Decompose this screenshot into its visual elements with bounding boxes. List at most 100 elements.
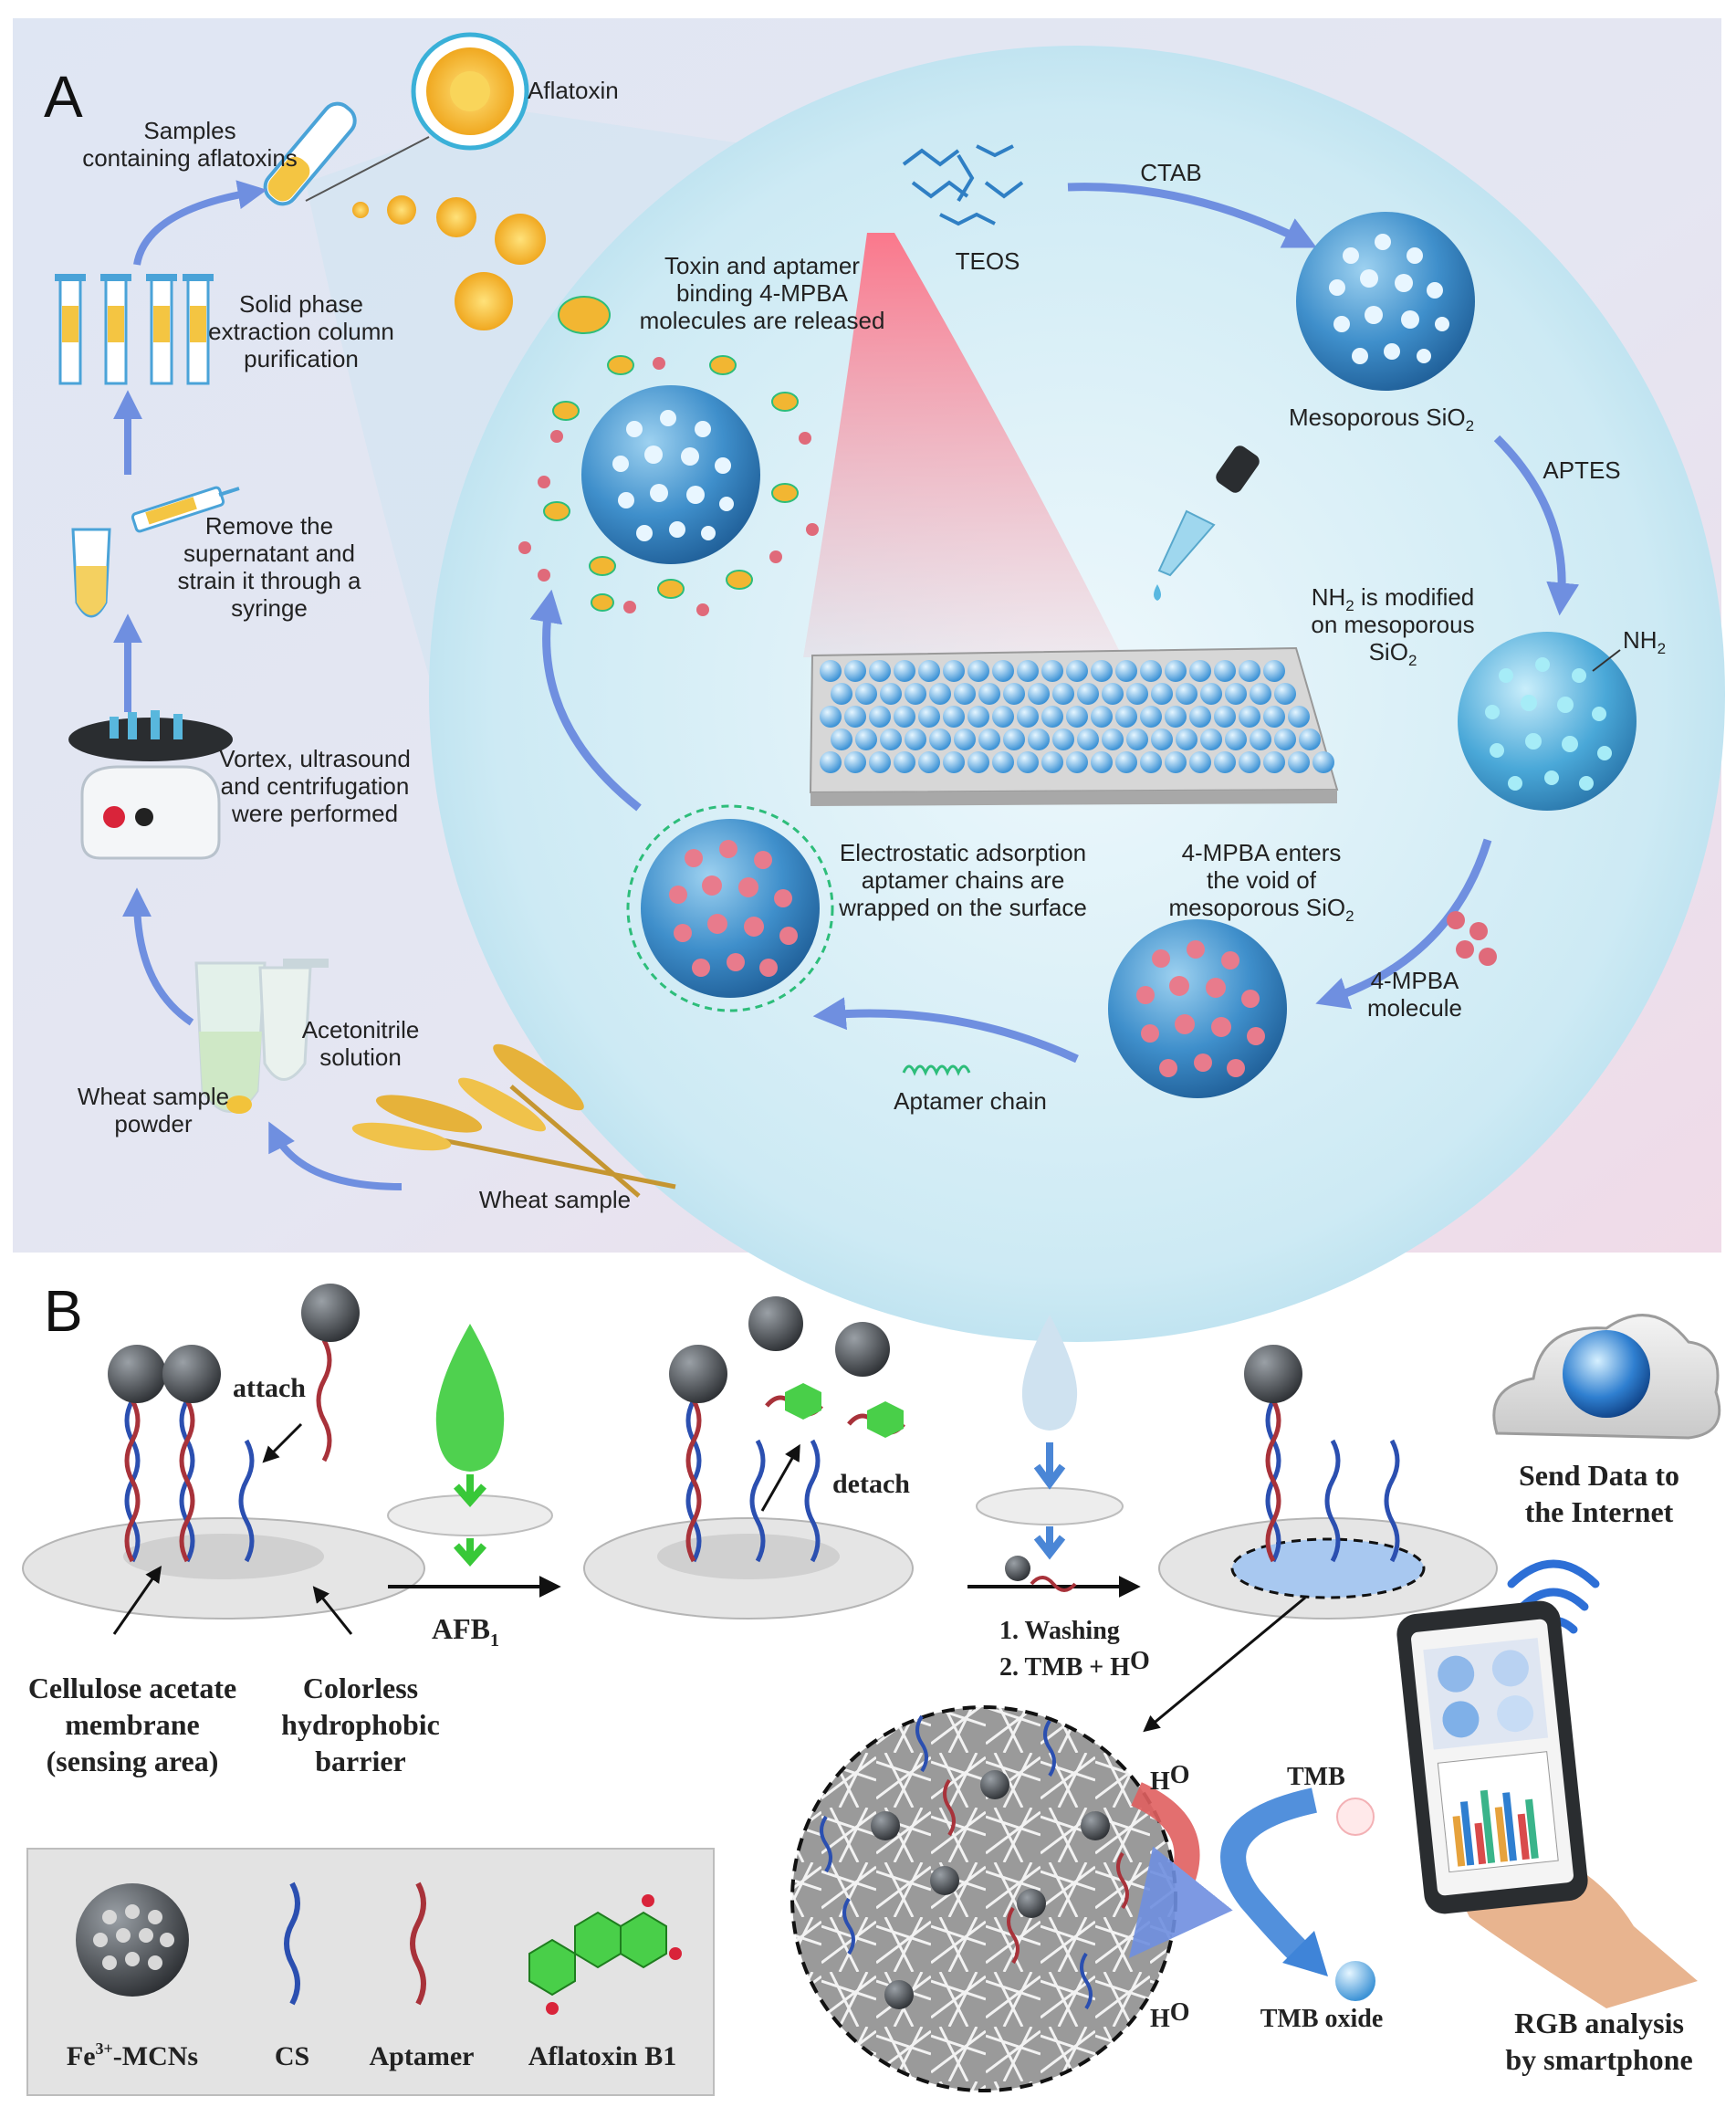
membrane-zoom-circle [790,1705,1177,2092]
substrate-sphere [929,729,951,750]
substrate-sphere [869,751,891,773]
label-tmb-h2o2: 2. TMB + HO [999,1647,1150,1682]
label-h2o2: HO [1150,1761,1190,1796]
mcn-particle [162,1345,221,1403]
substrate-sphere [844,660,866,682]
label-mpba-mol-1: 4-MPBA [1371,967,1459,994]
label-mpba-enter-2: the void of [1207,866,1317,894]
legend-aptamer-icon [410,1882,426,2006]
arrow-mpba-to-electrostatic [812,997,1079,1064]
substrate-sphere [1115,660,1137,682]
label-spe-3: purification [244,345,359,372]
dropper-icon [1154,446,1260,601]
mcn-particle [301,1284,360,1342]
label-washing: 1. Washing [999,1617,1120,1645]
substrate-sphere [967,751,989,773]
substrate-sphere [1066,660,1088,682]
substrate-sphere [844,706,866,728]
substrate-sphere [918,706,940,728]
spe-columns-icon [55,274,214,385]
substrate-slab [809,646,1339,806]
label-toxin-3: molecules are released [640,307,885,334]
label-afb1: AFB1 [432,1612,499,1651]
substrate-sphere [894,660,915,682]
substrate-sphere [1189,660,1211,682]
substrate-sphere [869,660,891,682]
legend-aflatoxin-icon [528,1894,682,2015]
substrate-sphere [1003,729,1025,750]
label-nh2-mod-2: on mesoporous [1311,611,1474,638]
label-tmb: TMB [1287,1763,1345,1791]
substrate-sphere [855,683,877,705]
dna-helices-disc-1 [124,1338,332,1563]
label-nh2-mod-3: SiO2 [1369,638,1417,669]
substrate-sphere [880,683,902,705]
substrate-sphere [1225,729,1247,750]
substrate-sphere [954,683,976,705]
label-send-2: the Internet [1525,1495,1674,1528]
substrate-sphere [1274,683,1296,705]
aptamer-wrapped-sphere [626,804,834,1012]
mcn-particle [1005,1556,1030,1581]
label-remove-4: syringe [231,594,308,622]
substrate-sphere [1250,729,1271,750]
substrate-sphere [1239,706,1260,728]
panel-a-letter: A [44,64,83,130]
substrate-sphere [1041,751,1063,773]
mcn-particle [108,1345,166,1403]
substrate-sphere [1176,729,1197,750]
substrate-sphere [880,729,902,750]
label-vortex-2: and centrifugation [221,772,410,800]
substrate-sphere [1066,751,1088,773]
legend-label-mcn: Fe3+-MCNs [67,2039,198,2071]
label-vortex-1: Vortex, ultrasound [219,745,411,772]
released-sphere [581,385,760,564]
label-aptamer-chain: Aptamer chain [894,1087,1047,1115]
mcn-particle [748,1296,803,1351]
substrate-sphere [1239,751,1260,773]
arrow-nh2-to-mpba [1315,838,1492,1010]
substrate-sphere [1077,729,1099,750]
substrate-sphere [844,751,866,773]
tmb-molecule-icon [1336,1798,1375,1836]
substrate-sphere [1052,729,1074,750]
dna-helices-disc-2 [685,1395,905,1563]
label-mpba-enter-1: 4-MPBA enters [1182,839,1342,866]
substrate-sphere [869,706,891,728]
label-mesoporous: Mesoporous SiO2 [1289,404,1474,435]
arrow-mesoporous-to-nh2 [1493,435,1580,616]
substrate-sphere [978,729,1000,750]
dna-helices-disc-3 [1265,1399,1400,1563]
substrate-sphere [943,751,965,773]
substrate-sphere [1214,751,1236,773]
label-ctab: CTAB [1140,159,1201,186]
legend-box: Fe3+-MCNs CS Aptamer Aflatoxin B1 [26,1848,715,2096]
syringe-icon [131,486,240,533]
label-mpba-enter-3: mesoporous SiO2 [1168,894,1354,925]
arrow-wheat-to-powder [268,1121,403,1190]
label-mpba-mol-2: molecule [1367,994,1462,1022]
label-aflatoxin: Aflatoxin [528,77,619,104]
label-spe-2: extraction column [208,318,394,345]
substrate-sphere [1017,751,1039,773]
substrate-sphere [954,729,976,750]
substrate-sphere [1003,683,1025,705]
substrate-sphere [1214,660,1236,682]
substrate-sphere [1017,660,1039,682]
substrate-sphere [855,729,877,750]
label-vortex-3: were performed [231,800,398,827]
label-wheat-sample: Wheat sample [479,1186,631,1213]
substrate-sphere [905,683,926,705]
mpba-molecules-icon [1447,911,1497,966]
arrow-wheat-to-vortex [122,887,194,1026]
substrate-sphere [967,706,989,728]
label-tmb-oxide: TMB oxide [1260,2005,1384,2033]
extraction-tubes-icon [194,959,329,1114]
substrate-sphere [1225,683,1247,705]
label-rgb-1: RGB analysis [1514,2007,1684,2039]
label-wheat-powder-2: powder [114,1110,193,1137]
substrate-sphere [1189,751,1211,773]
substrate-sphere [1115,706,1137,728]
vortex-machine-icon [68,710,233,860]
